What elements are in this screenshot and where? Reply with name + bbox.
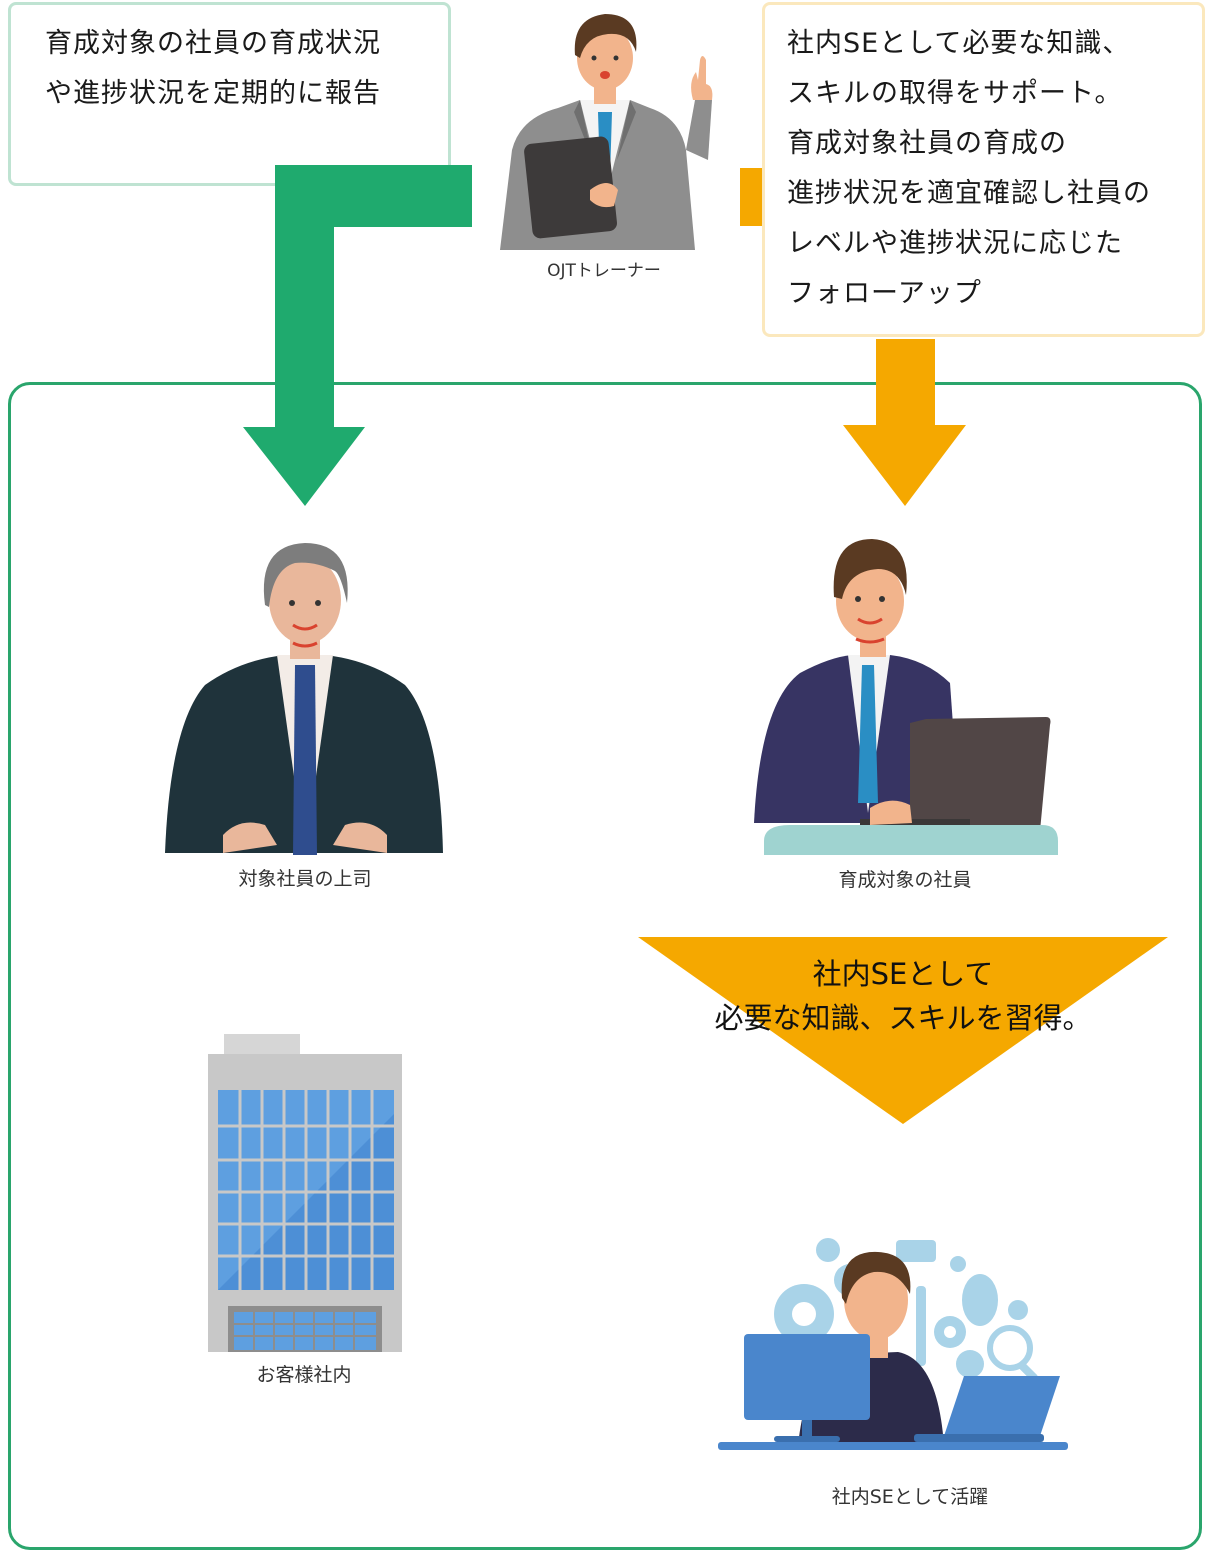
office-building-illustration: [206, 1034, 406, 1354]
banner-line-2: 必要な知識、スキルを習得。: [714, 996, 1091, 1040]
result-label: 社内SEとして活躍: [832, 1482, 989, 1509]
banner-line-1: 社内SEとして: [813, 952, 994, 996]
office-label: お客様社内: [256, 1360, 351, 1387]
in-house-se-illustration: [718, 1236, 1078, 1456]
